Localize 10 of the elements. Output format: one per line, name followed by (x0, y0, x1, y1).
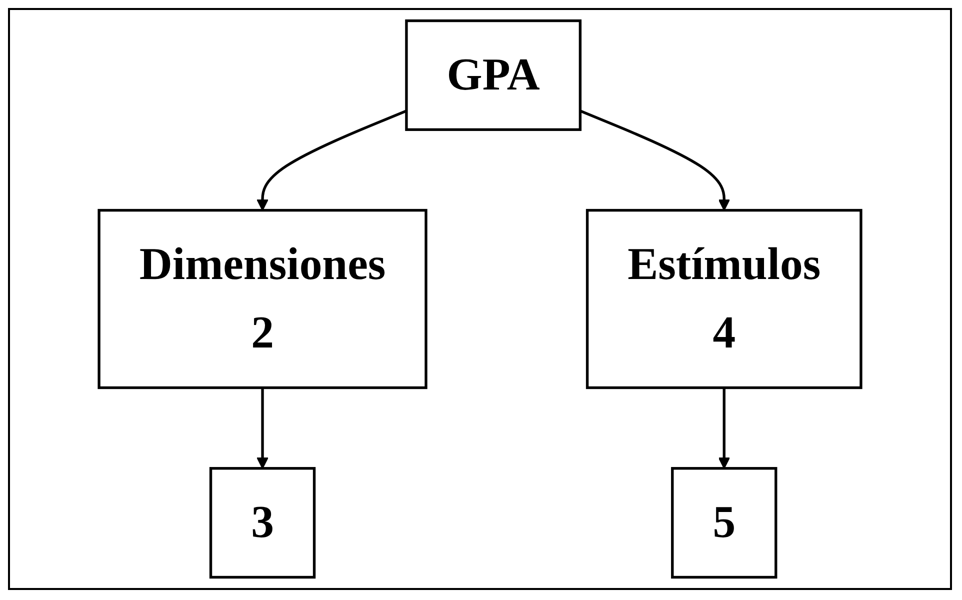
node-box (98, 208, 428, 390)
arrow (256, 110, 407, 211)
arrow (580, 110, 730, 211)
arrow (256, 388, 268, 469)
node-box (671, 467, 778, 579)
hierarchy-diagram: GPA Dimensiones 2 3 Estímulos 4 5 (10, 10, 950, 588)
node-box (405, 19, 582, 131)
node-box (586, 208, 862, 390)
node-box (209, 467, 316, 579)
arrow (718, 388, 730, 469)
